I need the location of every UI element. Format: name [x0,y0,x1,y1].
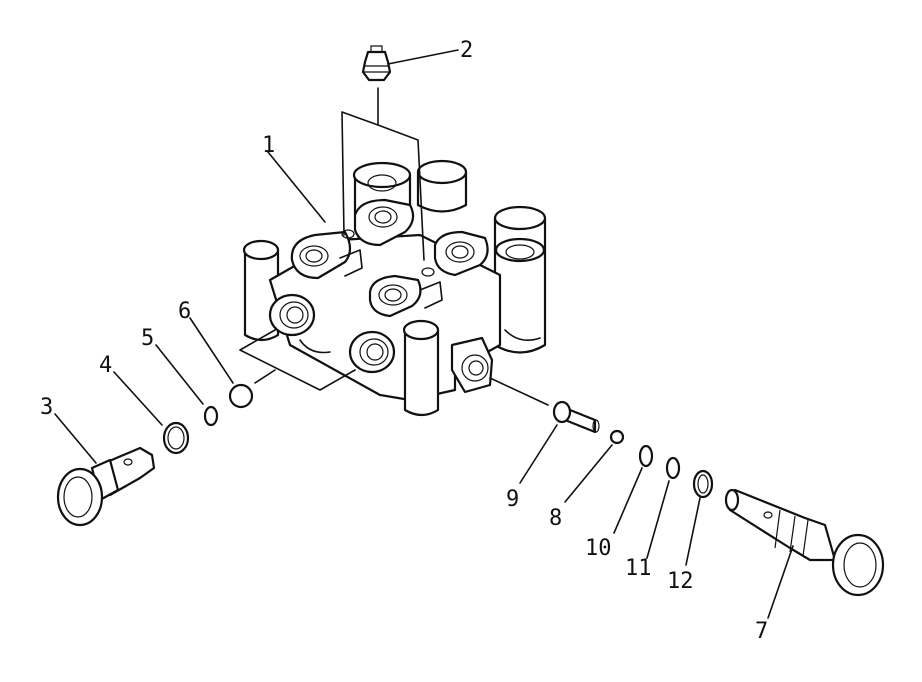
callout-4: 4 [99,353,112,378]
callout-11: 11 [625,556,652,581]
callout-3: 3 [40,395,53,420]
part-2-nipple [361,45,392,82]
leader-lines [54,49,794,619]
valve-body [242,159,547,417]
callout-12: 12 [667,569,694,594]
part-12-ring [692,469,714,499]
part-7-spool [724,488,885,597]
part-5-oring [203,405,219,427]
part-3-spool [56,446,156,527]
part-10-oring [638,444,654,468]
part-6-ball [228,383,254,409]
callout-labels: 1 2 3 4 5 6 7 8 9 10 11 12 [40,38,768,644]
callout-1: 1 [262,133,275,158]
callout-6: 6 [178,299,191,324]
callout-8: 8 [549,506,562,531]
callout-10: 10 [585,536,612,561]
callout-5: 5 [141,326,154,351]
part-9-bolt [552,400,600,434]
callout-2: 2 [460,38,473,63]
part-4-ring [162,421,190,455]
part-11-oring [665,456,681,480]
callout-7: 7 [755,619,768,644]
part-8-ball [609,429,625,445]
callout-9: 9 [506,487,519,512]
